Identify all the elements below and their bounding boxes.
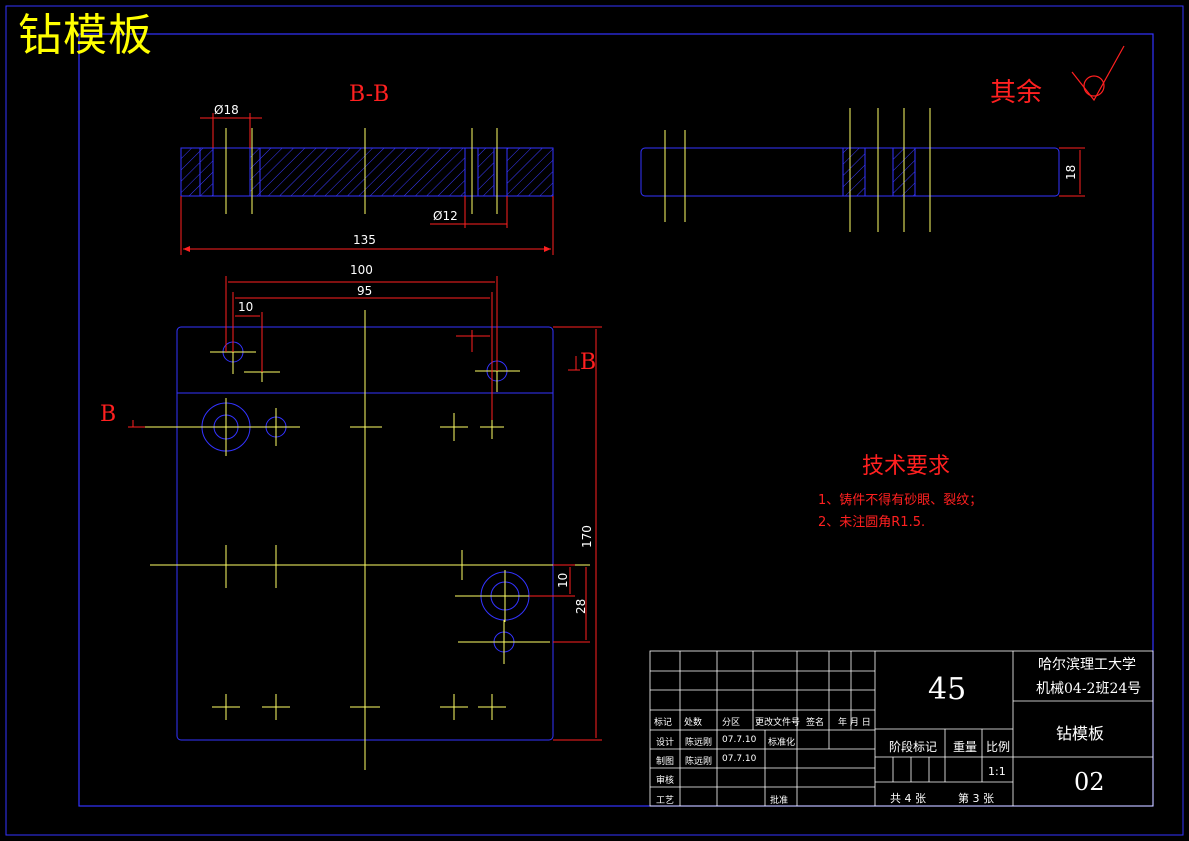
stage-label: 阶段标记 xyxy=(889,740,938,754)
approve-label: 批准 xyxy=(770,796,789,806)
dim-d18: Ø18 xyxy=(214,103,239,117)
dim-10-top: 10 xyxy=(238,300,254,314)
outer-frame xyxy=(5,5,1184,836)
hdr-date: 年 月 日 xyxy=(838,718,871,728)
section-label: B-B xyxy=(349,82,390,107)
weight-label: 重量 xyxy=(953,740,978,754)
dim-100: 100 xyxy=(350,263,373,277)
hdr-count: 处数 xyxy=(684,718,703,728)
tech-line-2: 2、未注圆角R1.5. xyxy=(818,515,926,530)
hdr-change-doc: 更改文件号 xyxy=(755,718,801,728)
surface-finish-symbol xyxy=(1071,45,1125,102)
title-block-grid xyxy=(649,650,1154,807)
dim-10-side: 10 xyxy=(556,572,570,588)
dim-95: 95 xyxy=(357,284,373,298)
hdr-zone: 分区 xyxy=(722,718,741,728)
scale-value: 1:1 xyxy=(988,765,1006,778)
hdr-mark: 标记 xyxy=(654,718,673,728)
part-name: 钻模板 xyxy=(1056,724,1105,743)
dim-170: 170 xyxy=(580,525,594,548)
dim-28: 28 xyxy=(574,598,588,614)
tech-requirements-title: 技术要求 xyxy=(862,454,951,479)
dim-d12: Ø12 xyxy=(433,209,458,223)
drawing-title: 钻模板 xyxy=(18,10,153,61)
dim-thickness-18: 18 xyxy=(1064,164,1078,180)
dim-135: 135 xyxy=(353,233,376,247)
hdr-sign: 签名 xyxy=(806,718,825,728)
drawing-number: 02 xyxy=(1074,768,1105,796)
surface-note: 其余 xyxy=(990,78,1043,108)
material: 45 xyxy=(928,672,967,707)
design-date: 07.7.10 xyxy=(722,735,757,745)
sheets-total: 共 4 张 xyxy=(890,792,926,805)
plan-view xyxy=(128,276,602,770)
class-info: 机械04-2班24号 xyxy=(1036,681,1142,697)
section-bb-view xyxy=(180,113,554,255)
review-label: 审核 xyxy=(656,776,675,786)
design-name: 陈远刚 xyxy=(685,738,713,748)
design-label: 设计 xyxy=(656,738,675,748)
tech-line-1: 1、铸件不得有砂眼、裂纹； xyxy=(818,493,983,508)
draw-date: 07.7.10 xyxy=(722,754,757,764)
sheet-current: 第 3 张 xyxy=(958,792,994,805)
draw-name: 陈远刚 xyxy=(685,757,713,767)
side-view xyxy=(640,108,1085,232)
inner-frame xyxy=(78,33,1154,807)
school-name: 哈尔滨理工大学 xyxy=(1038,657,1136,673)
scale-label: 比例 xyxy=(986,740,1011,754)
draw-label: 制图 xyxy=(656,757,675,767)
std-label: 标准化 xyxy=(768,738,796,748)
process-label: 工艺 xyxy=(656,796,675,806)
section-marker-left: B xyxy=(100,402,117,427)
section-marker-right: B xyxy=(580,350,597,375)
